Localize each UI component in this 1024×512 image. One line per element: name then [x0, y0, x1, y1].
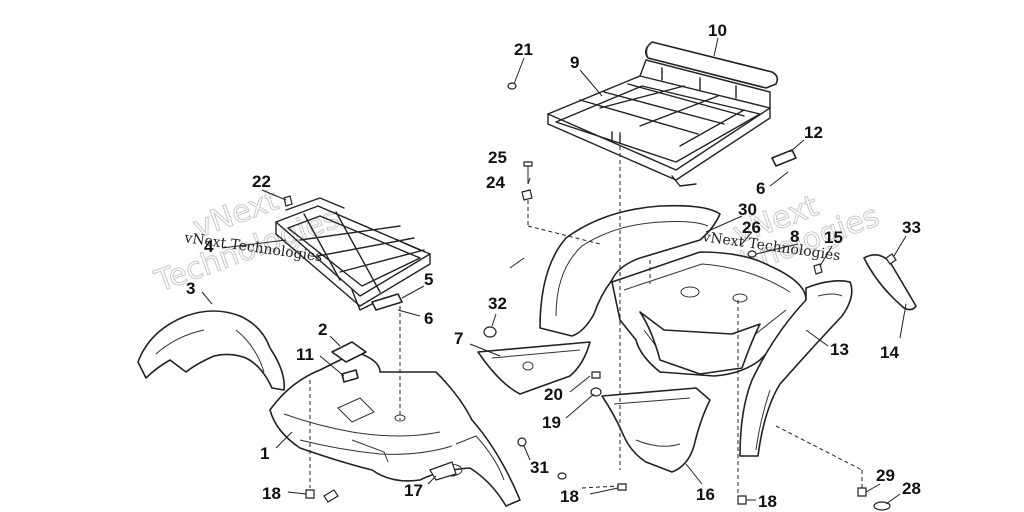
callout-12: 12	[804, 123, 823, 142]
callout-5: 5	[424, 270, 433, 289]
callout-17: 17	[404, 481, 423, 500]
callout-22: 22	[252, 172, 271, 191]
callout-25: 25	[488, 148, 507, 167]
callout-19: 19	[542, 413, 561, 432]
callout-18-c: 18	[758, 492, 777, 511]
callout-11: 11	[296, 345, 314, 364]
callout-15: 15	[824, 228, 843, 247]
front-fender	[269, 351, 521, 507]
rear-fender-flare	[739, 280, 853, 457]
callout-33: 33	[902, 218, 921, 237]
callout-29: 29	[876, 466, 895, 485]
front-rack	[275, 197, 431, 311]
callout-28: 28	[902, 479, 921, 498]
callout-20: 20	[544, 385, 563, 404]
callout-3: 3	[186, 279, 195, 298]
callout-7: 7	[454, 329, 463, 348]
callout-10: 10	[708, 21, 727, 40]
callout-6-rear: 6	[756, 179, 765, 198]
callout-2: 2	[318, 320, 327, 339]
callout-16: 16	[696, 485, 715, 504]
fasteners	[283, 82, 897, 511]
front-mud-flap	[137, 310, 286, 391]
callout-32: 32	[488, 294, 507, 313]
reflector	[863, 254, 917, 311]
callout-4: 4	[204, 237, 214, 256]
callout-31: 31	[530, 458, 549, 477]
callout-24: 24	[486, 173, 505, 192]
rack-clip	[771, 149, 797, 167]
side-panel	[477, 341, 591, 395]
callout-26: 26	[742, 218, 761, 237]
rear-rack	[547, 59, 771, 187]
leader-lines	[201, 37, 907, 505]
rack-pad	[644, 41, 779, 89]
callout-1: 1	[260, 444, 269, 463]
callout-18-a: 18	[262, 484, 281, 503]
callout-21: 21	[514, 40, 533, 59]
callout-labels: 10 21 9 12 25 24 6 22 30 26 8 15 33 4 5 …	[186, 21, 921, 511]
grommet	[483, 326, 497, 338]
rear-mud-flap	[601, 387, 711, 473]
callout-8: 8	[790, 227, 799, 246]
guide-lines	[309, 132, 863, 496]
callout-30: 30	[738, 200, 757, 219]
callout-14: 14	[880, 343, 899, 362]
callout-13: 13	[830, 340, 849, 359]
fender-cap	[331, 341, 367, 363]
callout-18-b: 18	[560, 487, 579, 506]
callout-6-front: 6	[424, 309, 433, 328]
front-rack-clip	[371, 293, 403, 311]
callout-9: 9	[570, 53, 579, 72]
rear-fender	[539, 204, 807, 377]
fender-clip	[341, 369, 359, 383]
